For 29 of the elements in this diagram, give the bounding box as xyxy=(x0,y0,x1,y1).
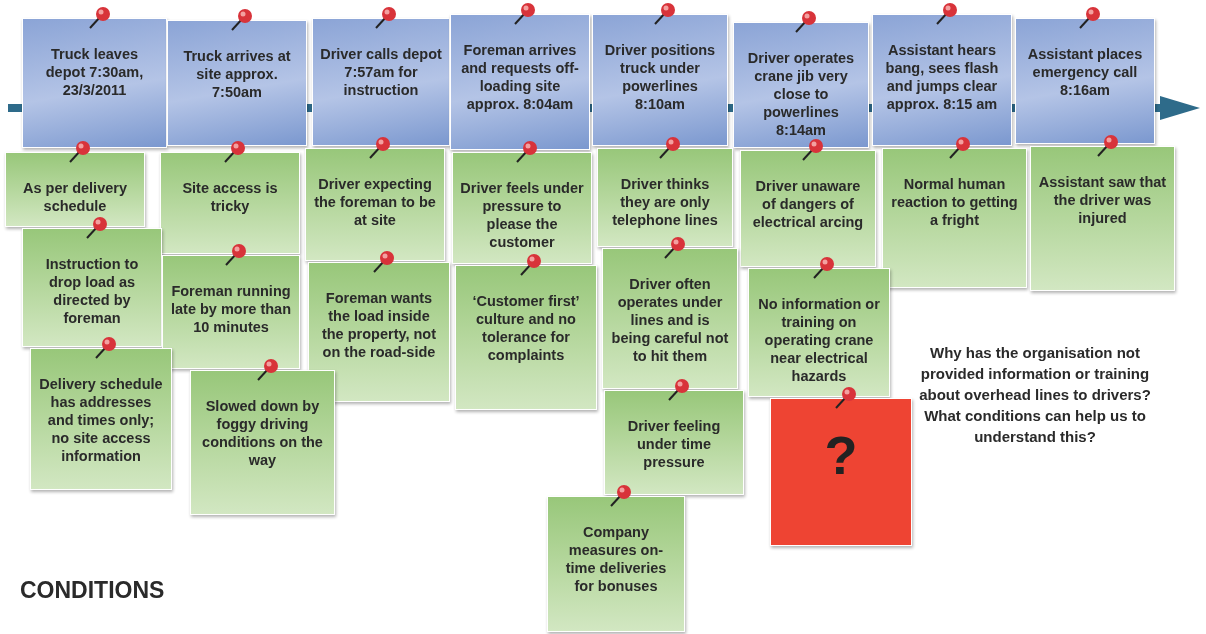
note-text: Driver often operates under lines and is being careful not to hit them xyxy=(610,275,730,365)
note-text: Foreman running late by more than 10 minutes xyxy=(170,282,292,336)
note-text: Slowed down by foggy driving conditions on the way xyxy=(201,397,324,469)
note-text: Assistant saw that the driver was injured xyxy=(1038,173,1167,227)
note-text: ‘Customer first’ culture and no tolerance for complaints xyxy=(471,292,581,364)
note-text: Driver calls depot 7:57am for instruction xyxy=(320,45,442,99)
note-text: ? xyxy=(823,425,859,485)
note-text: As per delivery schedule xyxy=(22,179,128,215)
note-text: Driver positions truck under powerlines 8:10am xyxy=(603,41,717,113)
note-text: No information or training on operating crane near electrical hazards xyxy=(757,295,881,385)
note-text: Driver expecting the foreman to be at site xyxy=(313,175,437,229)
note-text: Delivery schedule has addresses and times only; no site access information xyxy=(38,375,164,465)
note-text: Driver feels under pressure to please the customer xyxy=(460,179,584,251)
note-text: Driver unaware of dangers of electrical arcing xyxy=(751,177,865,231)
note-text: Normal human reaction to getting a fright xyxy=(890,175,1019,229)
note-text: Company measures on-time deliveries for bonuses xyxy=(564,523,668,595)
note-text: Site access is tricky xyxy=(181,179,279,215)
note-text: Truck arrives at site approx. 7:50am xyxy=(182,47,292,101)
question-note: Why has the organisation not provided information or training about overhead lines to drivers? What conditions can help us to understand this? xyxy=(918,343,1152,447)
note-text: Foreman arrives and requests off-loading site approx. 8:04am xyxy=(460,41,580,113)
note-text: Assistant places emergency call 8:16am xyxy=(1026,45,1144,99)
section-heading: CONDITIONS xyxy=(20,577,166,604)
note-text: Driver feeling under time pressure xyxy=(626,417,722,471)
note-text: Driver operates crane jib very close to powerlines 8:14am xyxy=(746,49,856,139)
note-text: Driver thinks they are only telephone lines xyxy=(611,175,719,229)
note-text: Foreman wants the load inside the property, not on the road-side xyxy=(320,289,438,361)
note-text: Assistant hears bang, sees flash and jumps clear approx. 8:15 am xyxy=(884,41,1000,113)
note-text: Instruction to drop load as directed by foreman xyxy=(44,255,140,327)
note-text: Truck leaves depot 7:30am, 23/3/2011 xyxy=(44,45,145,99)
